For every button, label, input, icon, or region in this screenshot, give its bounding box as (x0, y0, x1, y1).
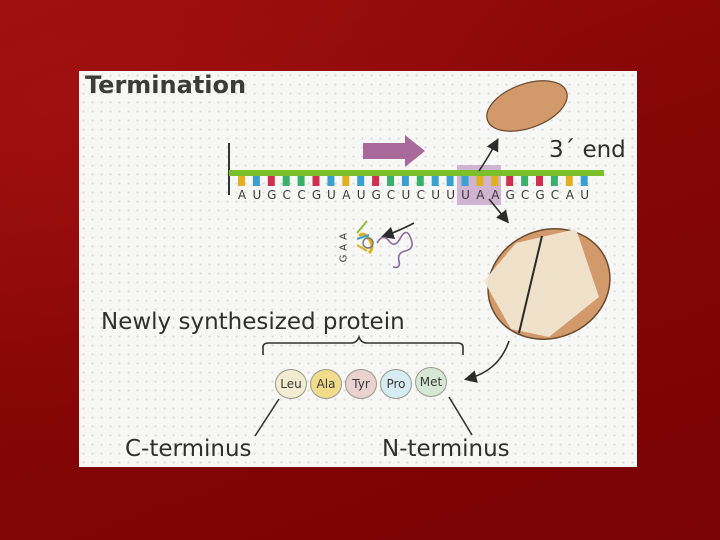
direction-arrow (363, 135, 425, 167)
nucleotide: U (446, 188, 455, 202)
nucleotide-tick (550, 176, 558, 186)
nucleotide: U (580, 188, 590, 202)
nucleotide-tick (491, 176, 499, 186)
nucleotide: U (461, 188, 470, 202)
nucleotide: A (565, 188, 574, 202)
nucleotide-tick (372, 176, 380, 186)
nucleotide: C (297, 188, 306, 202)
nucleotide: U (401, 188, 411, 202)
nucleotide-tick (401, 176, 409, 186)
arrow-to-large-subunit (488, 198, 509, 224)
nucleotide: U (431, 188, 441, 202)
large-ribosome-subunit (484, 228, 611, 340)
nucleotide-tick (238, 176, 245, 186)
nucleotide: U (252, 188, 262, 202)
nucleotide-tick (506, 176, 514, 186)
three-prime-end-label: 3´ end (549, 137, 626, 163)
nucleotide-tick (297, 176, 305, 186)
nucleotide-tick (565, 176, 573, 186)
nucleotide-tick (312, 176, 320, 186)
c-terminus-label: C-terminus (125, 436, 252, 462)
nucleotide: A (476, 188, 485, 202)
amino-acid-tyr: Tyr (345, 369, 377, 399)
arrow-to-protein (463, 340, 510, 383)
arrow-to-trna (380, 222, 415, 240)
nucleotide-tick (521, 176, 529, 186)
amino-acid-ala: Ala (310, 369, 342, 399)
nucleotide: G (311, 188, 322, 202)
protein-bracket (262, 334, 464, 355)
nucleotide: U (356, 188, 366, 202)
amino-acid-pro: Pro (380, 369, 412, 399)
anticodon-letter: G (338, 254, 350, 263)
diagram-graphics (228, 80, 611, 437)
nucleotide: G (267, 188, 277, 202)
nucleotide-tick (282, 176, 290, 186)
termination-title: Termination (85, 71, 247, 99)
nucleotide-tick (342, 176, 350, 186)
amino-acid-leu: Leu (275, 369, 307, 399)
small-ribosome-subunit (486, 80, 568, 132)
nucleotide-tick (252, 176, 260, 186)
nucleotide-ticks (238, 176, 588, 186)
n-terminus-label: N-terminus (382, 436, 510, 462)
protein-label: Newly synthesized protein (101, 309, 405, 335)
mrna-backbone (229, 170, 604, 176)
nucleotide: C (520, 188, 530, 202)
nucleotide-tick (476, 176, 484, 186)
nucleotide-tick (461, 176, 469, 186)
nucleotide: C (282, 188, 291, 202)
diagram-panel: Termination 3´ end Newly synthesized pro… (79, 71, 637, 467)
amino-acid-met: Met (415, 367, 447, 397)
nucleotide-tick (536, 176, 543, 186)
nucleotide-tick (327, 176, 335, 186)
c-terminus-pointer (254, 398, 280, 437)
nucleotide: A (342, 188, 351, 202)
nucleotide-tick (446, 176, 454, 186)
nucleotide: C (386, 188, 396, 202)
nucleotide: A (237, 188, 247, 202)
nucleotide-tick (416, 176, 424, 186)
nucleotide: C (550, 188, 560, 202)
nucleotide: C (416, 188, 425, 202)
nucleotide-tick (267, 176, 275, 186)
nucleotide: G (535, 188, 545, 202)
arrow-to-small-subunit (478, 138, 499, 172)
nucleotide: A (491, 188, 500, 202)
nucleotide-tick (580, 176, 588, 186)
trna-molecule (356, 220, 413, 269)
nucleotide: G (371, 188, 381, 202)
nucleotide: G (505, 188, 515, 202)
nucleotide: U (326, 188, 336, 202)
nucleotide-tick (357, 176, 365, 186)
nucleotide-tick (431, 176, 439, 186)
n-terminus-pointer (448, 396, 473, 436)
nucleotide-tick (387, 176, 394, 186)
